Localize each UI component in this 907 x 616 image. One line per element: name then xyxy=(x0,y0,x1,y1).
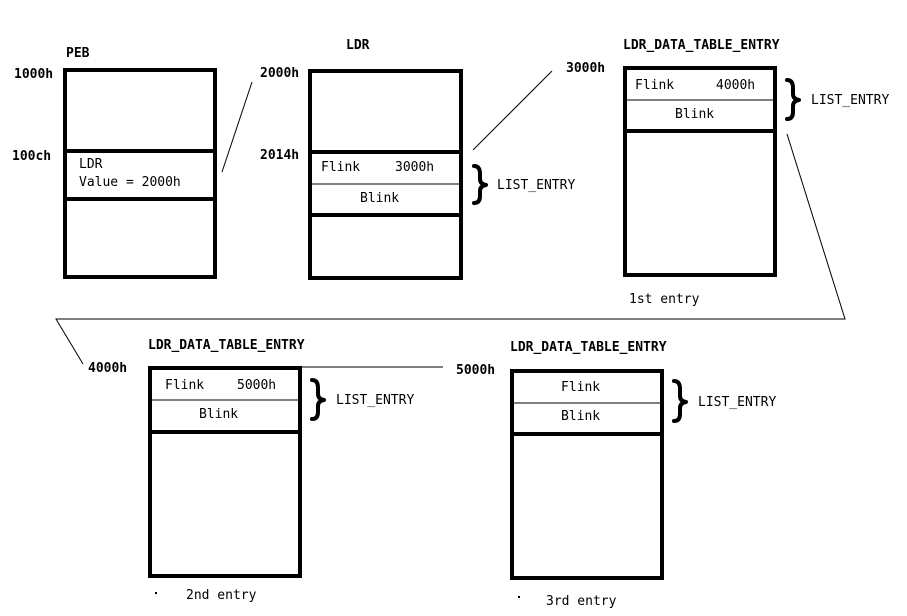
entry2-address-top: 4000h xyxy=(88,361,127,376)
dot-mark xyxy=(518,596,520,598)
entry3-structure: LDR_DATA_TABLE_ENTRY 5000h Flink Blink L… xyxy=(456,340,776,609)
connector-peb-to-ldr xyxy=(221,81,253,173)
ldr-flink-label: Flink xyxy=(321,160,360,175)
entry2-list-entry-label: LIST_ENTRY xyxy=(336,393,414,408)
entry3-title: LDR_DATA_TABLE_ENTRY xyxy=(510,340,667,355)
entry3-address-top: 5000h xyxy=(456,363,495,378)
ldr-box xyxy=(308,69,463,280)
entry1-flink-label: Flink xyxy=(635,78,674,93)
peb-address-field: 100ch xyxy=(12,149,51,164)
entry3-box xyxy=(510,369,664,580)
peb-box xyxy=(63,68,217,279)
entry1-address-top: 3000h xyxy=(566,61,605,76)
entry1-box xyxy=(623,66,777,277)
connector-lines xyxy=(55,70,846,368)
ldr-title: LDR xyxy=(346,38,370,53)
ldr-structure: LDR 2000h 2014h Flink 3000h Blink LIST_E… xyxy=(260,38,575,280)
dot-mark xyxy=(155,592,157,594)
peb-field-name: LDR xyxy=(79,157,103,172)
ldr-list-entry-brace xyxy=(472,164,488,205)
entry1-structure: LDR_DATA_TABLE_ENTRY 3000h Flink 4000h B… xyxy=(566,38,889,307)
ldr-blink-label: Blink xyxy=(360,191,399,206)
entry1-blink-label: Blink xyxy=(675,107,714,122)
entry2-box xyxy=(148,366,302,578)
entry2-title: LDR_DATA_TABLE_ENTRY xyxy=(148,338,305,353)
connector-ldr-to-entry1 xyxy=(472,70,553,151)
entry2-flink-label: Flink xyxy=(165,378,204,393)
connector-entry1-to-entry2 xyxy=(55,133,846,365)
entry1-flink-value: 4000h xyxy=(716,78,755,93)
ldr-address-top: 2000h xyxy=(260,66,299,81)
entry1-caption: 1st entry xyxy=(629,292,700,307)
entry2-caption: 2nd entry xyxy=(186,588,257,603)
entry2-structure: LDR_DATA_TABLE_ENTRY 4000h Flink 5000h B… xyxy=(88,338,414,603)
entry3-blink-label: Blink xyxy=(561,409,600,424)
entry2-blink-label: Blink xyxy=(199,407,238,422)
peb-address-top: 1000h xyxy=(14,67,53,82)
ldr-list-entry-label: LIST_ENTRY xyxy=(497,178,575,193)
ldr-flink-value: 3000h xyxy=(395,160,434,175)
entry3-list-entry-brace xyxy=(672,379,688,423)
entry2-flink-value: 5000h xyxy=(237,378,276,393)
entry3-list-entry-label: LIST_ENTRY xyxy=(698,395,776,410)
entry1-list-entry-brace xyxy=(785,78,801,121)
entry3-caption: 3rd entry xyxy=(546,594,617,609)
peb-structure: PEB 1000h 100ch LDR Value = 2000h xyxy=(12,46,217,279)
entry1-list-entry-label: LIST_ENTRY xyxy=(811,93,889,108)
peb-field-value: Value = 2000h xyxy=(79,175,181,190)
entry3-flink-label: Flink xyxy=(561,380,600,395)
peb-title: PEB xyxy=(66,46,90,61)
entry2-list-entry-brace xyxy=(310,378,326,421)
ldr-address-field: 2014h xyxy=(260,148,299,163)
entry1-title: LDR_DATA_TABLE_ENTRY xyxy=(623,38,780,53)
stray-marks xyxy=(155,592,520,598)
